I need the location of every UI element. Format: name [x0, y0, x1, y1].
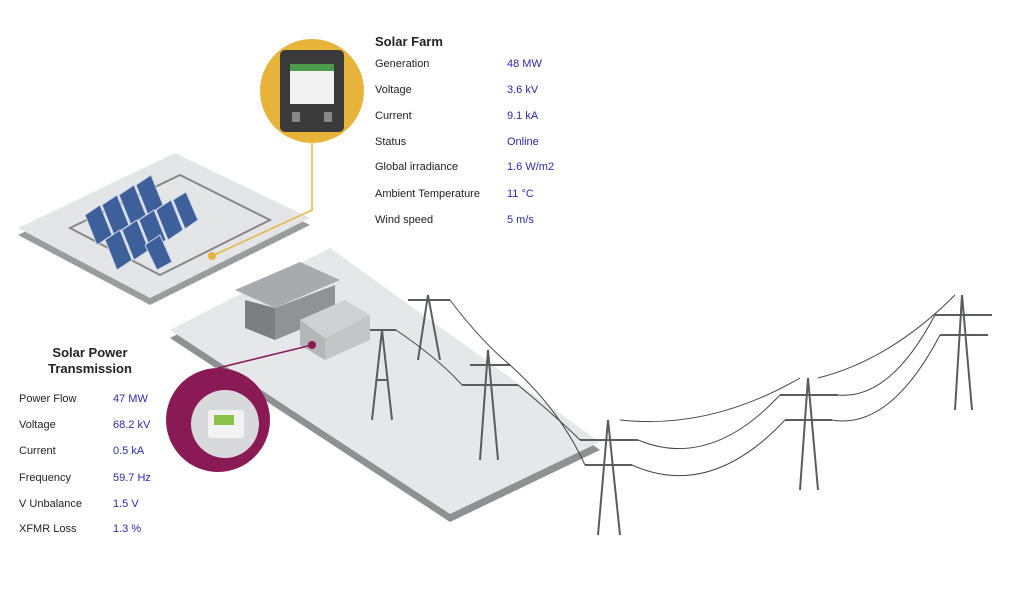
row-value: 48 MW	[507, 58, 542, 70]
row-label: Voltage	[19, 419, 56, 431]
transmission-meter-anchor-dot	[308, 341, 316, 349]
row-value: Online	[507, 136, 539, 148]
transmission-power-meter-icon	[166, 368, 270, 472]
transmission-title-line2: Transmission	[48, 361, 132, 376]
transmission-title: Solar Power Transmission	[0, 345, 180, 377]
row-label: XFMR Loss	[19, 523, 77, 535]
row-label: Wind speed	[375, 214, 434, 226]
solar-panels	[84, 174, 199, 271]
row-value: 1.5 V	[113, 498, 139, 510]
farm-power-meter-icon	[260, 39, 364, 143]
row-value: 3.6 kV	[507, 84, 539, 96]
row-label: Current	[375, 110, 412, 122]
control-building	[235, 262, 340, 340]
row-value: 1.3 %	[113, 523, 142, 535]
transformer	[300, 300, 370, 360]
row-value: 9.1 kA	[507, 110, 539, 122]
row-value: 11 °C	[507, 188, 534, 200]
solar-farm-title: Solar Farm	[375, 34, 443, 49]
row-value: 59.7 Hz	[113, 472, 151, 484]
transmission-title-line1: Solar Power	[52, 345, 128, 360]
row-value: 0.5 kA	[113, 445, 145, 457]
row-label: Status	[375, 136, 407, 148]
row-label: Global irradiance	[375, 161, 459, 173]
row-label: Generation	[375, 58, 430, 70]
power-lines	[395, 294, 956, 477]
row-label: Ambient Temperature	[375, 188, 480, 200]
farm-meter-connector	[211, 140, 313, 257]
row-label: Voltage	[375, 84, 412, 96]
transmission-towers	[370, 294, 992, 536]
row-value: 68.2 kV	[113, 419, 151, 431]
farm-meter-anchor-dot	[208, 252, 216, 260]
row-label: Power Flow	[19, 393, 77, 405]
transmission-meter-connector	[217, 344, 313, 369]
row-value: 1.6 W/m2	[507, 161, 555, 173]
row-label: Frequency	[19, 472, 71, 484]
row-label: Current	[19, 445, 56, 457]
row-value: 47 MW	[113, 393, 148, 405]
row-label: V Unbalance	[19, 498, 82, 510]
row-value: 5 m/s	[507, 214, 534, 226]
